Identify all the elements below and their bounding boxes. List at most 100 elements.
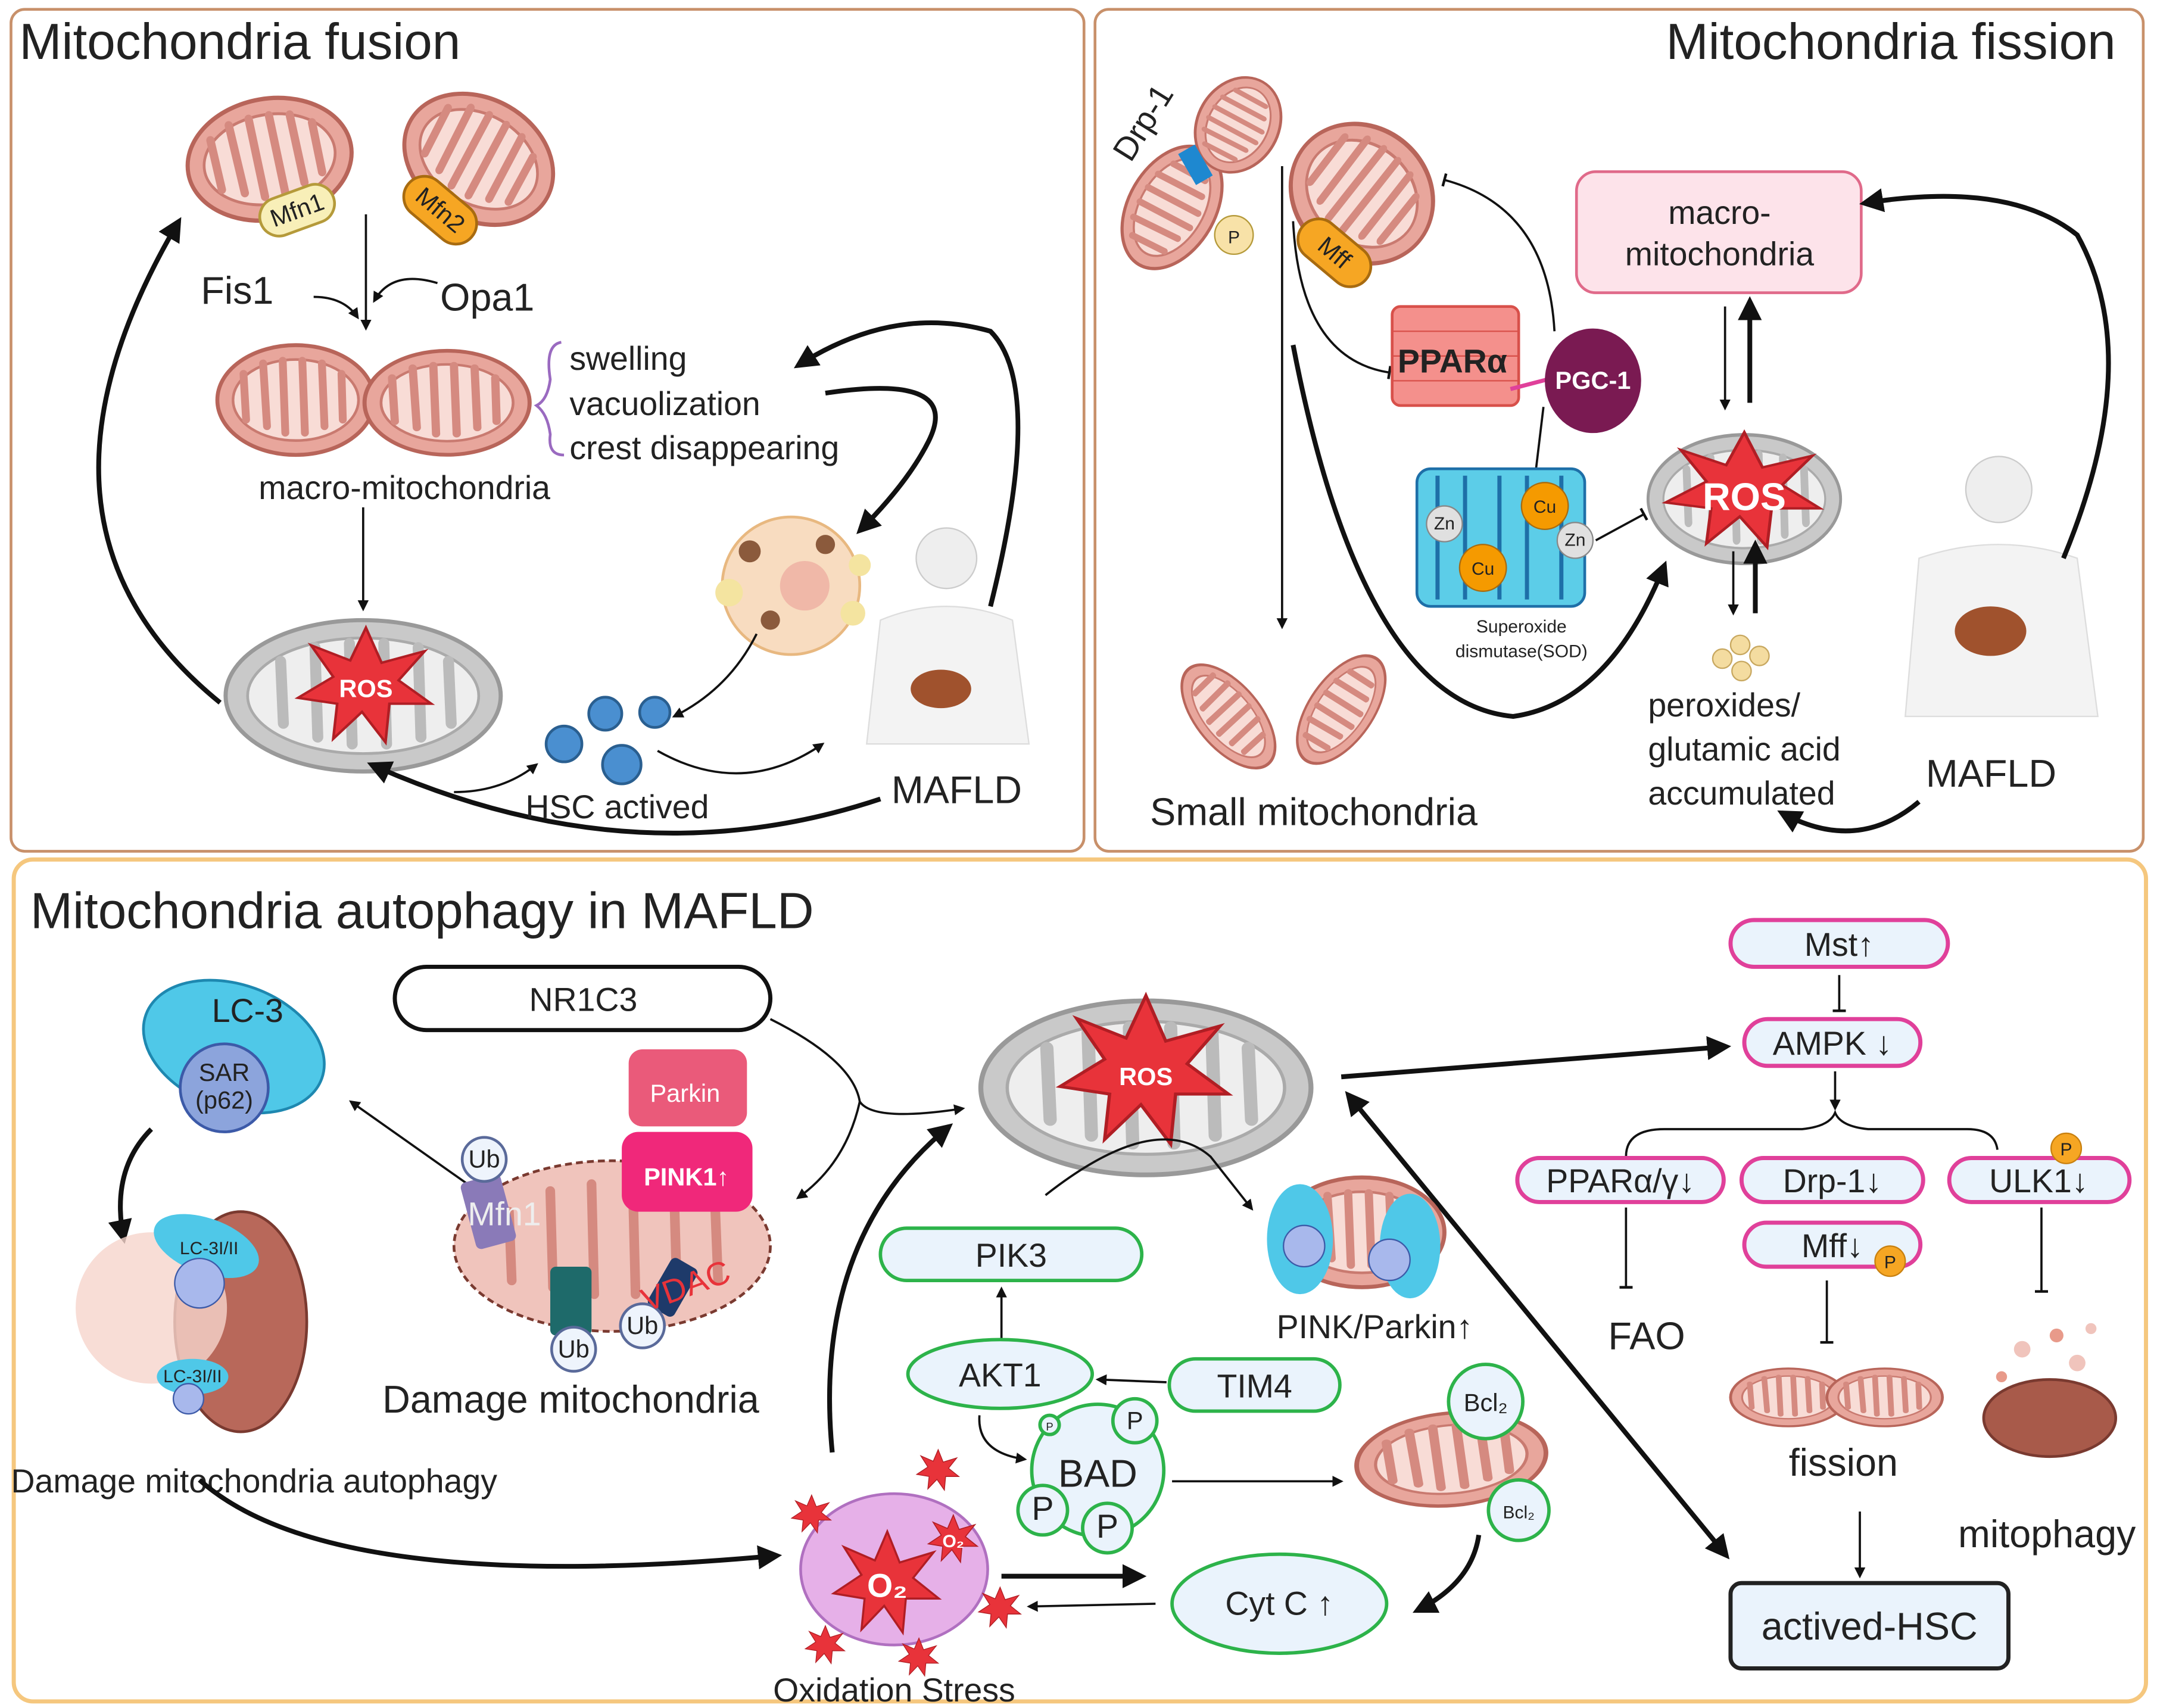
tim4-box: TIM4 [1167, 1357, 1342, 1413]
symptom-crest-disappearing: crest disappearing [569, 429, 839, 466]
svg-text:P: P [1884, 1252, 1896, 1272]
ppara-protein-icon [1391, 305, 1520, 407]
hsc-actived-label: HSC actived [525, 788, 709, 825]
svg-text:Drp-1↓: Drp-1↓ [1783, 1162, 1882, 1199]
bad-node: BAD P P P P [1016, 1397, 1166, 1555]
svg-text:Cu: Cu [1533, 497, 1556, 517]
autophagy-title: Mitochondria autophagy in MAFLD [30, 883, 814, 940]
akt1-node: AKT1 [906, 1338, 1094, 1410]
svg-text:actived-HSC: actived-HSC [1762, 1604, 1978, 1648]
accum-line2: glutamic acid [1648, 731, 1840, 768]
svg-text:(p62): (p62) [195, 1086, 253, 1114]
svg-text:macro-: macro- [1668, 194, 1771, 231]
svg-text:Zn: Zn [1434, 514, 1455, 534]
svg-text:Zn: Zn [1564, 531, 1585, 550]
mitophagy-icon [1982, 1323, 2118, 1458]
damage-autophagy-label: Damage mitochondria autophagy [11, 1463, 497, 1500]
hsc-cells-icon [544, 696, 672, 786]
fatty-liver-cells [715, 515, 871, 656]
svg-text:P: P [2061, 1140, 2072, 1160]
svg-text:Ub: Ub [469, 1145, 500, 1173]
human-body-liver-icon [865, 527, 1030, 745]
svg-text:LC-3I/II: LC-3I/II [163, 1367, 222, 1386]
oxidation-stress-cell: O₂ O₂ [791, 1449, 1021, 1676]
svg-text:Mfn1: Mfn1 [467, 1196, 541, 1233]
svg-text:Mff↓: Mff↓ [1801, 1227, 1863, 1264]
pink1-node: PINK1↑ [622, 1132, 753, 1212]
svg-text:LC-3I/II: LC-3I/II [180, 1239, 238, 1258]
drp1-box: Drp-1↓ [1739, 1156, 1925, 1204]
pink-parkin-label: PINK/Parkin↑ [1277, 1308, 1473, 1345]
svg-text:Ub: Ub [558, 1335, 590, 1363]
svg-text:Parkin: Parkin [650, 1079, 720, 1107]
ppara-label: PPARα [1398, 343, 1507, 380]
mafld-label: MAFLD [892, 768, 1022, 812]
mff-box: Mff↓ P [1742, 1220, 1923, 1277]
svg-text:Bcl₂: Bcl₂ [1503, 1503, 1535, 1523]
macro-mitochondria-box: macro- mitochondria [1575, 170, 1863, 294]
svg-text:TIM4: TIM4 [1217, 1367, 1292, 1404]
ros-label: ROS [1703, 475, 1786, 519]
mafld-label: MAFLD [1926, 752, 2056, 795]
cytc-node: Cyt C ↑ [1170, 1552, 1389, 1655]
fission-panel: Mitochondria fission Drp-1 P Mff PPARα P… [1093, 8, 2145, 853]
sod-protein-icon: Zn Zn Cu Cu [1415, 467, 1594, 608]
mitophagy-label: mitophagy [1958, 1512, 2136, 1556]
svg-text:BAD: BAD [1058, 1452, 1137, 1495]
svg-text:Cyt C ↑: Cyt C ↑ [1225, 1585, 1333, 1622]
symptom-vacuolization: vacuolization [569, 385, 760, 422]
bcl2-node-1: Bcl₂ [1447, 1363, 1525, 1441]
svg-text:AMPK ↓: AMPK ↓ [1773, 1025, 1892, 1062]
actived-hsc-box: actived-HSC [1728, 1581, 2011, 1670]
svg-text:P: P [1096, 1508, 1118, 1545]
sod-label-line1: Superoxide [1476, 617, 1567, 637]
fission-label: fission [1789, 1441, 1898, 1484]
small-mitochondria-label: Small mitochondria [1150, 790, 1478, 833]
accum-line1: peroxides/ [1648, 687, 1800, 724]
damage-mitochondria-label: Damage mitochondria [382, 1377, 759, 1421]
svg-text:ULK1↓: ULK1↓ [1989, 1162, 2088, 1199]
oxidation-stress-label: Oxidation Stress [773, 1672, 1015, 1708]
opa1-label: Opa1 [440, 276, 534, 319]
svg-text:LC-3: LC-3 [212, 992, 283, 1029]
svg-text:mitochondria: mitochondria [1625, 235, 1814, 272]
svg-text:Bcl₂: Bcl₂ [1464, 1389, 1508, 1417]
macro-mitochondria-label: macro-mitochondria [258, 469, 550, 506]
human-body-liver-icon [1904, 456, 2099, 718]
svg-text:PIK3: PIK3 [975, 1237, 1047, 1274]
svg-text:NR1C3: NR1C3 [529, 981, 638, 1018]
mff-badge: Mff [1296, 217, 1373, 288]
svg-text:P: P [1046, 1420, 1053, 1433]
svg-text:O₂: O₂ [867, 1567, 908, 1604]
svg-text:P: P [1031, 1490, 1053, 1527]
fission-title: Mitochondria fission [1666, 14, 2116, 70]
peroxide-droplets-icon [1712, 634, 1770, 682]
svg-text:P: P [1228, 227, 1240, 247]
fao-label: FAO [1608, 1314, 1685, 1358]
symptom-swelling: swelling [569, 340, 687, 377]
svg-text:PINK1↑: PINK1↑ [644, 1163, 729, 1191]
svg-text:PPARα/γ↓: PPARα/γ↓ [1546, 1162, 1695, 1199]
svg-text:Mst↑: Mst↑ [1804, 926, 1874, 963]
p-badge: P [1214, 215, 1254, 255]
fusion-panel: Mitochondria fusion Mfn1 Mfn2 Fis1 Opa1 … [10, 8, 1086, 853]
fis1-label: Fis1 [201, 269, 273, 312]
autophagosome-icon: LC-3I/II LC-3I/II [76, 1210, 308, 1433]
lc3-sar-complex: LC-3 SAR (p62) [142, 978, 326, 1133]
ros-label: ROS [339, 675, 392, 703]
autophagy-panel: Mitochondria autophagy in MAFLD LC-3 SAR… [11, 857, 2148, 1708]
parkin-node: Parkin [628, 1049, 747, 1127]
mst-box: Mst↑ [1728, 918, 1950, 969]
drp1-ring-icon [1178, 144, 1213, 185]
ppar-box: PPARα/γ↓ [1515, 1156, 1726, 1204]
pink-parkin-mitochondrion [1267, 1177, 1444, 1299]
pgc1-node: PGC-1 [1545, 328, 1641, 434]
svg-text:O₂: O₂ [942, 1532, 964, 1551]
nr1c3-box: NR1C3 [392, 964, 773, 1033]
svg-text:AKT1: AKT1 [959, 1357, 1042, 1394]
pik3-box: PIK3 [878, 1226, 1144, 1282]
fusion-title: Mitochondria fusion [19, 14, 460, 70]
accum-line3: accumulated [1648, 775, 1835, 812]
svg-text:PGC-1: PGC-1 [1555, 366, 1631, 394]
